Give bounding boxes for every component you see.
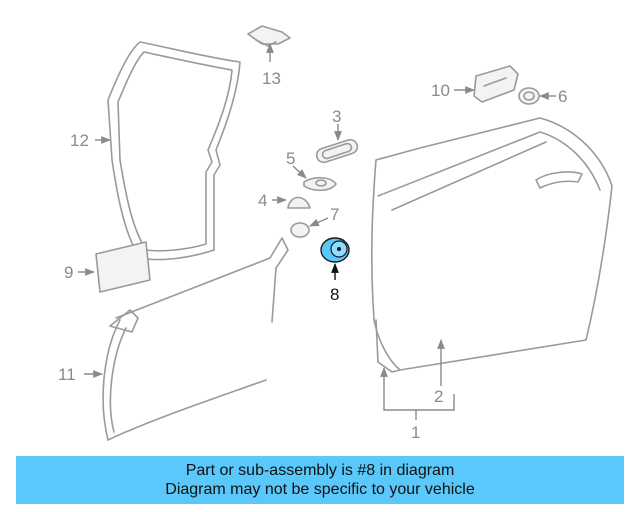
- callout-4: 4: [258, 191, 267, 210]
- part-7-cap: [290, 222, 310, 238]
- callout-5: 5: [286, 149, 295, 168]
- part-4-dome-cap: [287, 196, 311, 209]
- callout-10: 10: [431, 81, 450, 100]
- info-banner: Part or sub-assembly is #8 in diagram Di…: [16, 456, 624, 504]
- callout-13: 13: [262, 69, 281, 88]
- callout-11: 11: [58, 365, 76, 384]
- callout-9: 9: [64, 263, 73, 282]
- callout-1: 1: [411, 423, 420, 442]
- callout-3: 3: [332, 107, 341, 126]
- banner-line-1: Part or sub-assembly is #8 in diagram: [185, 462, 455, 479]
- callout-2: 2: [434, 387, 443, 406]
- part-12-frame-seal: [107, 41, 241, 261]
- parts-diagram: 13 10 6 12 3 5 4 7 8 9 11 2 1: [58, 25, 613, 442]
- callout-6: 6: [558, 87, 567, 106]
- callout-7: 7: [330, 205, 339, 224]
- banner-line-2: Diagram may not be specific to your vehi…: [165, 481, 475, 498]
- part-10-handle-bracket: [473, 65, 519, 103]
- part-8-highlighted: [320, 237, 350, 263]
- part-13-bracket: [247, 25, 291, 47]
- part-3-grommet: [315, 138, 359, 164]
- callout-12: 12: [70, 131, 89, 150]
- part-6-plug: [518, 87, 540, 105]
- part-11-door-seal: [102, 237, 289, 441]
- part-1-door-shell: [371, 117, 613, 373]
- part-5-clip: [303, 176, 337, 192]
- callout-8: 8: [330, 285, 339, 304]
- part-9-pad: [95, 241, 151, 293]
